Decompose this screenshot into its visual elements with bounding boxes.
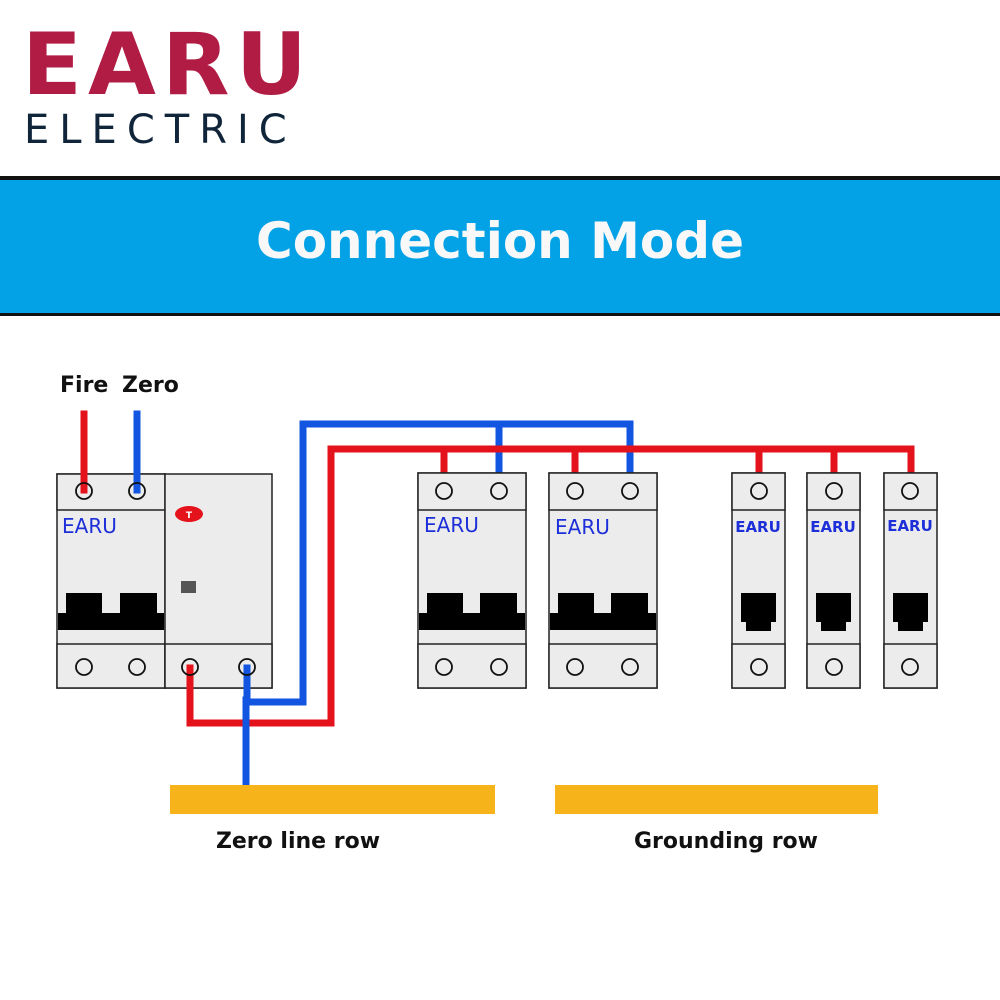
terminal-screw: [750, 658, 768, 676]
main-breaker-toggle[interactable]: [58, 593, 164, 630]
logo-subtitle: ELECTRIC: [24, 107, 297, 153]
main-breaker-bottom-terminal-block: [56, 643, 166, 689]
terminal-screw: [566, 658, 584, 676]
breaker-toggle[interactable]: [893, 593, 928, 631]
terminal-screw: [825, 482, 843, 500]
terminal-screw: [621, 482, 639, 500]
terminal-screw: [566, 482, 584, 500]
rcd-indicator: [181, 581, 196, 593]
zero-distribution-wire: [243, 420, 634, 706]
logo-brand-text: EARU: [22, 15, 314, 115]
breaker-brand: EARU: [810, 518, 856, 536]
breaker-brand: EARU: [555, 515, 610, 539]
breaker-2p-2: EARU: [548, 472, 658, 689]
rcd-bottom-terminal-block: [164, 643, 273, 689]
breaker-toggle[interactable]: [816, 593, 851, 631]
breaker-brand: EARU: [424, 513, 479, 537]
test-button[interactable]: [175, 506, 203, 522]
fire-label: Fire: [60, 373, 108, 398]
breaker-1p-2: EARU: [806, 472, 861, 689]
wires: [80, 410, 915, 790]
breaker-1p-1: EARU: [731, 472, 786, 689]
breaker-toggle[interactable]: [741, 593, 776, 631]
terminal-screw: [75, 482, 93, 500]
terminal-screw: [490, 658, 508, 676]
terminal-screw: [238, 658, 256, 676]
terminal-screw: [901, 482, 919, 500]
fire-distribution-wire: [186, 445, 915, 727]
test-button-label: T: [186, 511, 193, 521]
page-title: Connection Mode: [256, 212, 744, 270]
zero-line-row-label: Zero line row: [216, 829, 380, 854]
terminal-screw: [621, 658, 639, 676]
main-breaker-brand: EARU: [62, 514, 117, 538]
main-breaker-top-terminal-block: [56, 473, 166, 511]
breaker-toggle[interactable]: [419, 593, 525, 630]
breaker-1p-3: EARU: [883, 472, 938, 689]
terminal-screw: [750, 482, 768, 500]
grounding-row-label: Grounding row: [634, 829, 818, 854]
terminal-screw: [435, 658, 453, 676]
terminal-screw: [435, 482, 453, 500]
grounding-busbar: [555, 785, 878, 814]
terminal-screw: [75, 658, 93, 676]
terminal-screw: [490, 482, 508, 500]
brand-logo: EARU ELECTRIC: [22, 22, 312, 152]
zero-line-busbar: [170, 785, 495, 814]
terminal-screw: [825, 658, 843, 676]
terminal-screw: [128, 482, 146, 500]
main-breaker: EARU T: [56, 473, 273, 689]
main-terminals: [75, 482, 256, 676]
breaker-2p-1: EARU: [417, 472, 527, 689]
terminal-screw: [901, 658, 919, 676]
title-banner: Connection Mode: [0, 176, 1000, 316]
breaker-brand: EARU: [735, 518, 781, 536]
terminal-screw: [181, 658, 199, 676]
breaker-toggle[interactable]: [550, 593, 656, 630]
breaker-brand: EARU: [887, 517, 933, 535]
terminal-screw: [128, 658, 146, 676]
zero-label: Zero: [122, 373, 179, 398]
